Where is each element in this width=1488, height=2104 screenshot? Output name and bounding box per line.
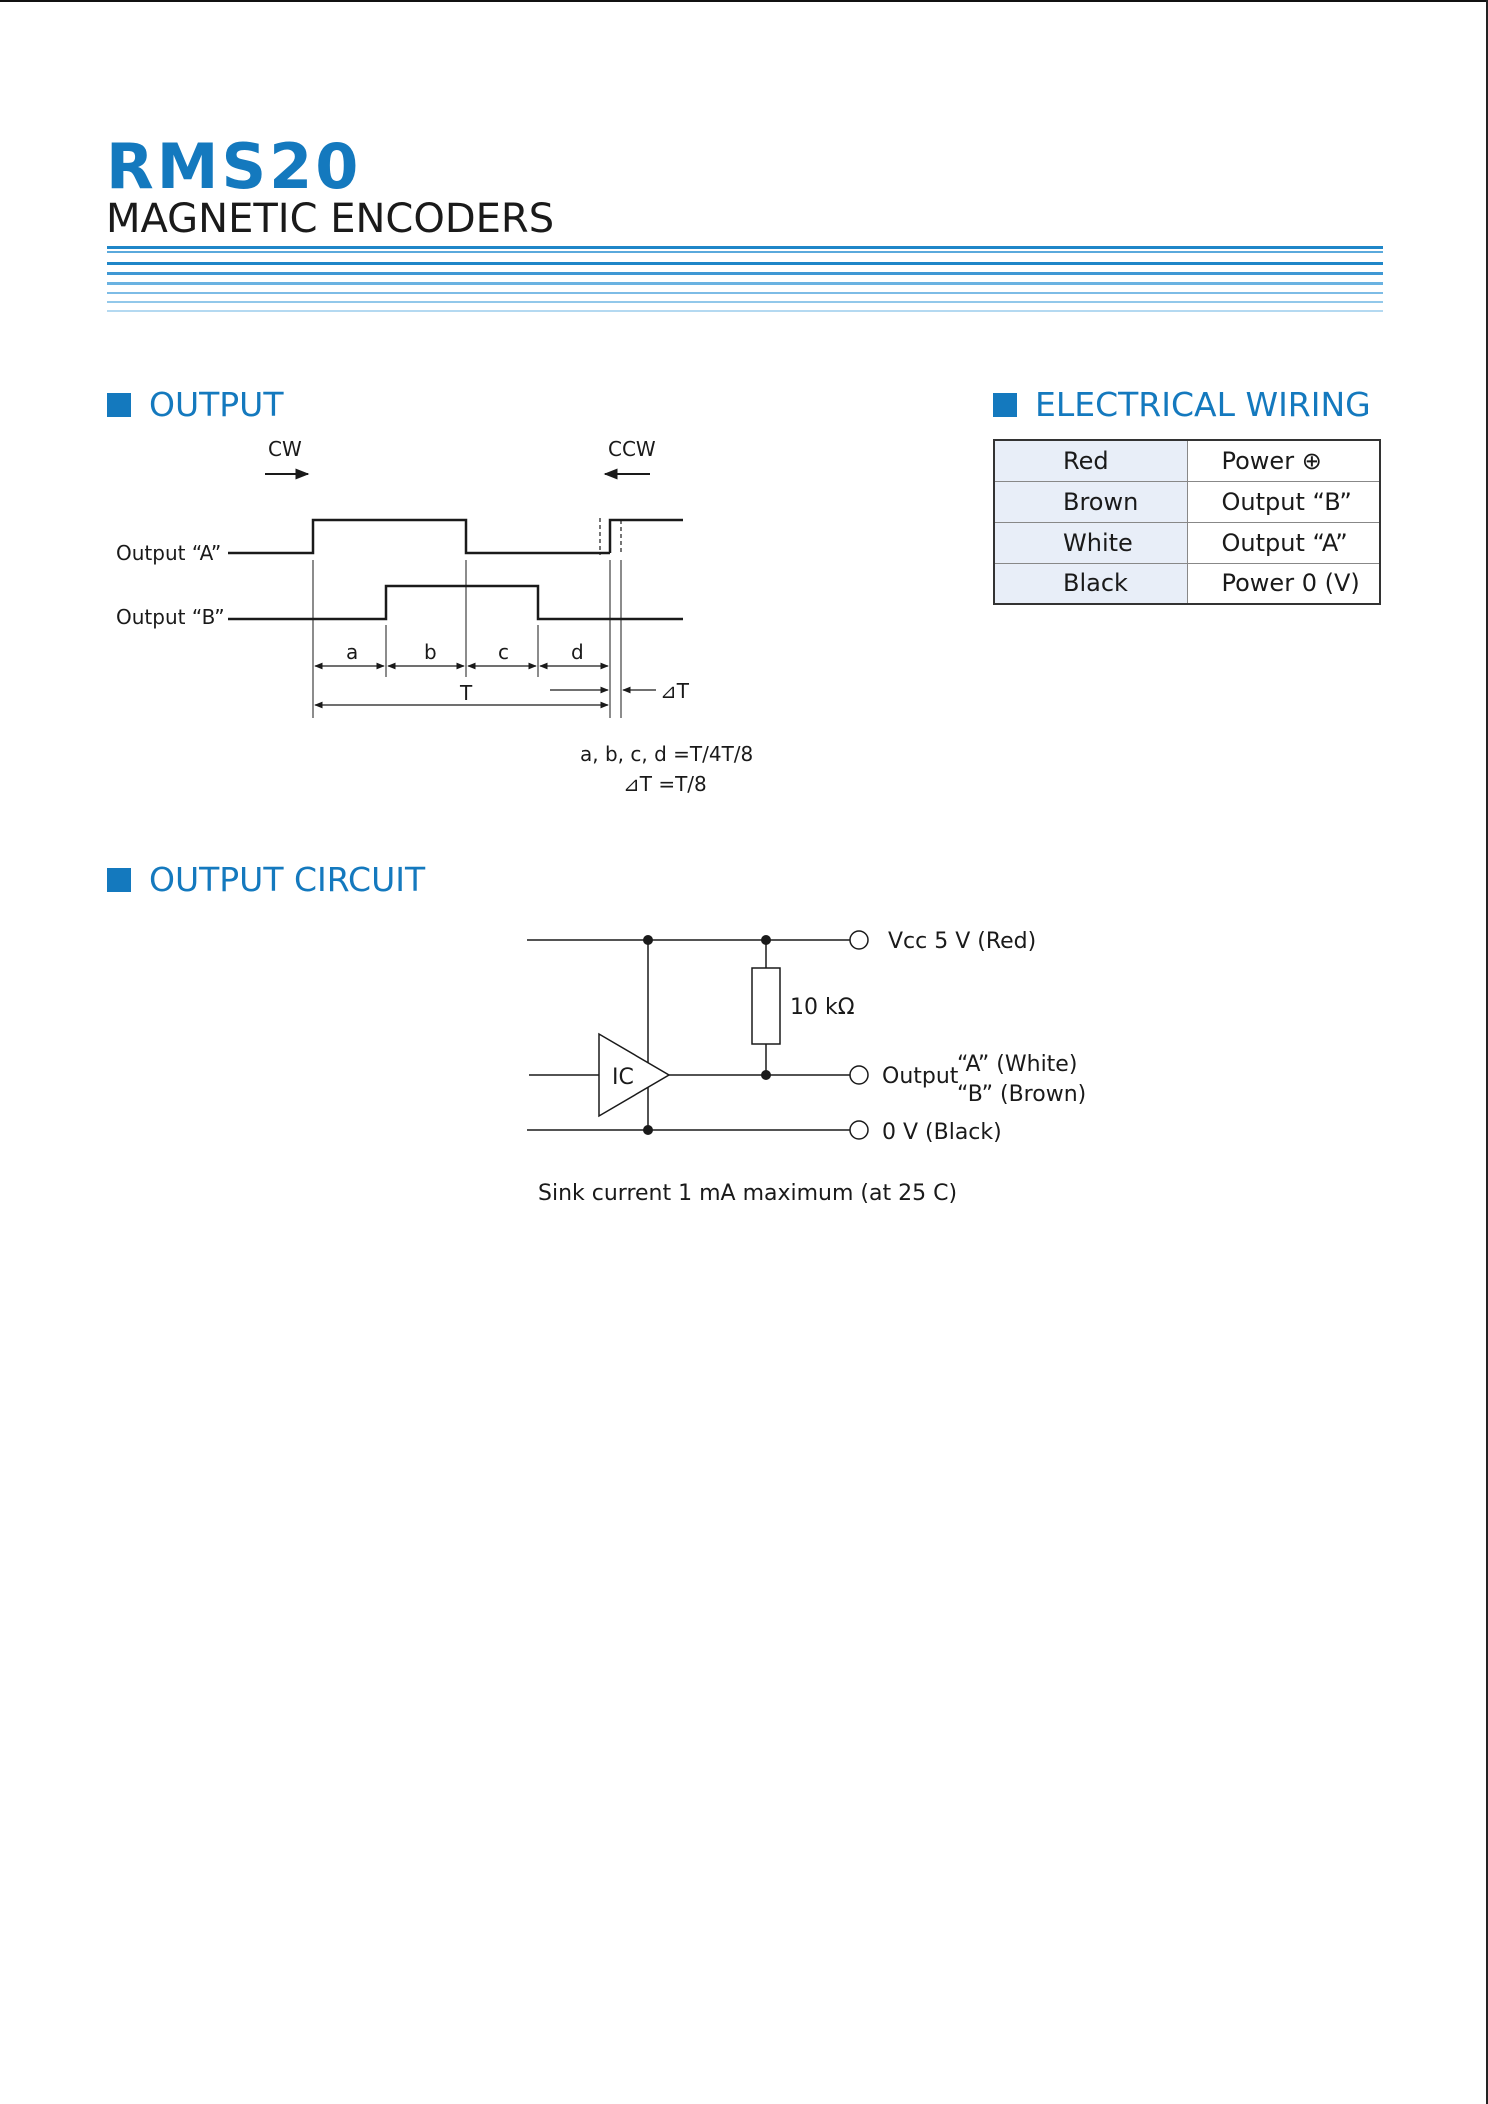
product-code: RMS20 [106, 130, 362, 203]
ccw-label: CCW [608, 437, 656, 461]
ic-label: IC [612, 1065, 634, 1090]
cw-label: CW [268, 437, 302, 461]
waveform-b [228, 584, 683, 621]
section-bullet-icon [107, 867, 131, 892]
wire-color-cell: White [993, 521, 1188, 564]
output-a-label: Output “A” [116, 541, 221, 565]
section-bullet-icon [993, 392, 1017, 417]
sink-current-note: Sink current 1 mA maximum (at 25 C) [538, 1181, 957, 1206]
timing-diagram: CW CCW Output “A” Output “B” a b c d T ⊿… [116, 437, 753, 796]
wire-function-cell: Output “A” [1186, 521, 1381, 564]
delta-t-label: ⊿T [660, 679, 690, 703]
wiring-title-text: ELECTRICAL WIRING [1035, 385, 1371, 424]
section-bullet-icon [107, 392, 131, 417]
output-b-label: Output “B” [116, 605, 225, 629]
output-label: Output [882, 1064, 959, 1089]
circuit-section-title: OUTPUT CIRCUIT [107, 860, 425, 899]
period-label: T [459, 681, 473, 705]
wire-function-cell: Power ⊕ [1186, 439, 1381, 482]
output-terminal-icon [849, 1065, 869, 1085]
ground-terminal-icon [849, 1120, 869, 1140]
product-name: MAGNETIC ENCODERS [106, 196, 555, 242]
output-circuit-diagram: Vcc 5 V (Red) 10 kΩ IC Output “A” (White… [527, 929, 1086, 1206]
wire-function-cell: Output “B” [1186, 480, 1381, 523]
output-a-wire-label: “A” (White) [957, 1052, 1077, 1077]
ground-label: 0 V (Black) [882, 1120, 1002, 1145]
page-top-border [0, 0, 1488, 2]
waveform-a-shift [608, 518, 683, 553]
interval-a-label: a [346, 640, 358, 664]
table-row: Red Power ⊕ [993, 439, 1381, 482]
vcc-label: Vcc 5 V (Red) [888, 929, 1036, 954]
waveform-a [228, 518, 600, 555]
interval-b-label: b [424, 640, 437, 664]
wire-color-cell: Brown [993, 480, 1188, 523]
interval-d-label: d [571, 640, 584, 664]
wiring-section-title: ELECTRICAL WIRING [993, 385, 1371, 424]
vcc-terminal-icon [849, 930, 869, 950]
ic-amplifier-icon [598, 1032, 671, 1118]
wire-color-cell: Red [993, 439, 1188, 482]
wiring-table: Red Power ⊕ Brown Output “B” White Outpu… [993, 439, 1381, 605]
header-stripes [107, 246, 1383, 316]
output-b-wire-label: “B” (Brown) [957, 1082, 1086, 1107]
output-section-title: OUTPUT [107, 385, 284, 424]
page-right-border [1486, 0, 1488, 2104]
resistor-icon [751, 967, 781, 1045]
formula-line-1: a, b, c, d =T/4T/8 [580, 742, 753, 766]
table-row: White Output “A” [993, 521, 1381, 564]
wire-color-cell: Black [993, 562, 1188, 605]
table-row: Brown Output “B” [993, 480, 1381, 523]
resistor-label: 10 kΩ [790, 995, 855, 1020]
circuit-title-text: OUTPUT CIRCUIT [149, 860, 426, 899]
table-row: Black Power 0 (V) [993, 562, 1381, 605]
interval-c-label: c [498, 640, 509, 664]
formula-line-2: ⊿T =T/8 [623, 772, 707, 796]
wire-function-cell: Power 0 (V) [1186, 562, 1381, 605]
output-title-text: OUTPUT [149, 385, 284, 424]
